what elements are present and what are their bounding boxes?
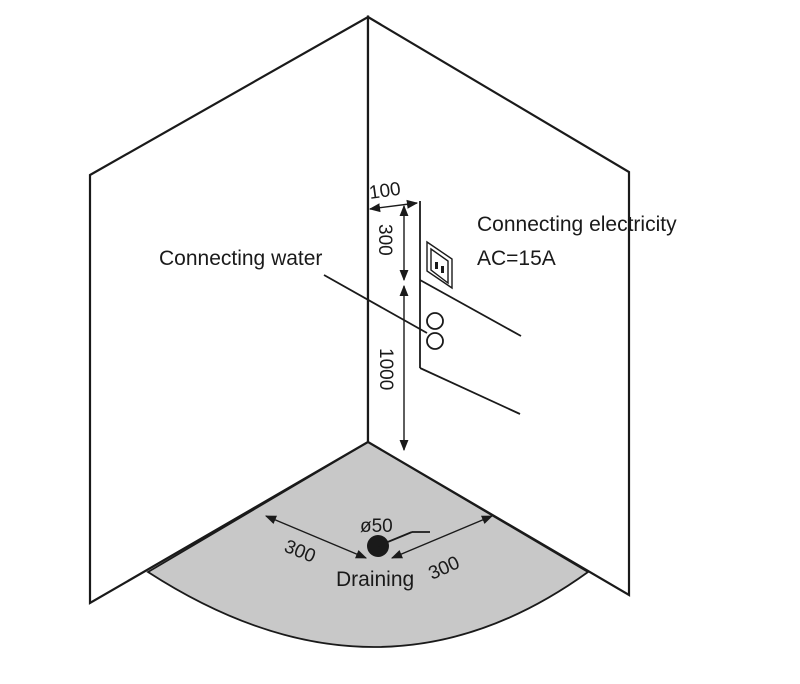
service-lines — [419, 201, 522, 415]
current-rating-label: AC=15A — [477, 247, 556, 270]
water-inlet-upper — [426, 312, 444, 330]
drain-right-dimension — [390, 515, 494, 559]
water-leader-line — [323, 274, 428, 334]
drain-diameter-value: ø50 — [360, 516, 393, 537]
upper-height-value: 300 — [374, 224, 395, 256]
drain-left-dimension — [264, 515, 368, 559]
draining-label: Draining — [336, 568, 414, 591]
connecting-electricity-label: Connecting electricity — [477, 213, 677, 236]
lower-height-value: 1000 — [375, 348, 396, 390]
electric-socket — [426, 240, 453, 290]
drain-leader-line — [377, 531, 413, 547]
wall-offset-value: 100 — [368, 179, 402, 204]
water-inlet-lower — [426, 332, 444, 350]
connecting-water-label: Connecting water — [159, 247, 322, 270]
offset-dimension-line — [368, 199, 419, 213]
